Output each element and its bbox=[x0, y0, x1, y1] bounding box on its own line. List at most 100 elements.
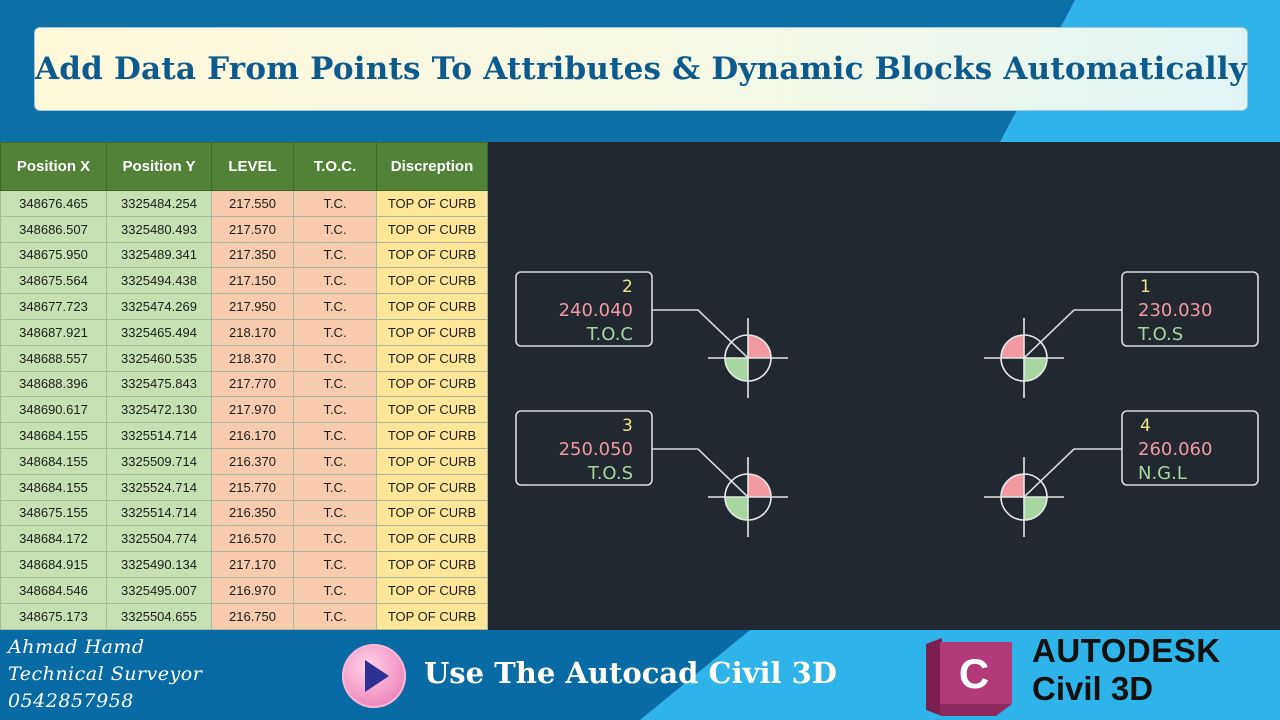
symbol-quadrant bbox=[725, 358, 748, 381]
cell-toc: T.C. bbox=[293, 499, 377, 527]
cell-position-x: 348688.396 bbox=[0, 370, 107, 398]
cell-toc: T.C. bbox=[293, 447, 377, 475]
cell-position-y: 3325509.714 bbox=[106, 447, 212, 475]
symbol-quadrant bbox=[725, 497, 748, 520]
cell-toc: T.C. bbox=[293, 396, 377, 424]
label-frame bbox=[515, 410, 653, 486]
author-info: Ahmad Hamd Technical Surveyor 0542857958 bbox=[8, 634, 202, 715]
author-phone: 0542857958 bbox=[8, 690, 134, 712]
cell-description: TOP OF CURB bbox=[376, 344, 488, 372]
cell-toc: T.C. bbox=[293, 422, 377, 449]
cell-position-y: 3325489.341 bbox=[106, 241, 212, 269]
brand-name: AUTODESK bbox=[1032, 632, 1221, 669]
column-header: Position Y bbox=[106, 142, 212, 191]
cell-toc: T.C. bbox=[293, 525, 377, 553]
cell-position-y: 3325480.493 bbox=[106, 215, 212, 243]
cell-description: TOP OF CURB bbox=[376, 473, 488, 501]
leader-line bbox=[1023, 448, 1122, 498]
cell-toc: T.C. bbox=[293, 215, 377, 243]
author-name: Ahmad Hamd bbox=[8, 636, 145, 658]
cell-position-x: 348688.557 bbox=[0, 344, 107, 372]
cell-toc: T.C. bbox=[293, 344, 377, 372]
cell-level: 218.170 bbox=[211, 318, 294, 346]
civil3d-logo-icon: C bbox=[926, 638, 1012, 716]
cell-description: TOP OF CURB bbox=[376, 576, 488, 604]
page-title: Add Data From Points To Attributes & Dyn… bbox=[34, 51, 1248, 87]
play-icon bbox=[365, 660, 389, 692]
author-role: Technical Surveyor bbox=[8, 663, 203, 685]
cell-description: TOP OF CURB bbox=[376, 267, 488, 295]
point-elevation: 240.040 bbox=[559, 300, 633, 321]
cell-level: 217.150 bbox=[211, 267, 294, 295]
leader-line bbox=[1023, 309, 1122, 359]
column-header: Discreption bbox=[376, 142, 488, 191]
cell-level: 215.770 bbox=[211, 473, 294, 501]
cell-position-y: 3325472.130 bbox=[106, 396, 212, 424]
cell-toc: T.C. bbox=[293, 318, 377, 346]
cell-toc: T.C. bbox=[293, 293, 377, 320]
cell-position-y: 3325490.134 bbox=[106, 551, 212, 578]
cell-position-x: 348677.723 bbox=[0, 293, 107, 320]
cell-description: TOP OF CURB bbox=[376, 551, 488, 578]
cell-position-x: 348684.155 bbox=[0, 473, 107, 501]
cell-level: 217.350 bbox=[211, 241, 294, 269]
cell-toc: T.C. bbox=[293, 473, 377, 501]
play-button[interactable] bbox=[342, 644, 406, 708]
cell-toc: T.C. bbox=[293, 267, 377, 295]
cell-position-y: 3325504.655 bbox=[106, 602, 212, 630]
point-elevation: 230.030 bbox=[1138, 300, 1212, 321]
cell-position-y: 3325474.269 bbox=[106, 293, 212, 320]
cell-position-x: 348684.155 bbox=[0, 447, 107, 475]
point-code: T.O.S bbox=[1137, 324, 1183, 345]
cell-position-y: 3325494.438 bbox=[106, 267, 212, 295]
leader-line bbox=[652, 309, 749, 359]
point-code: N.G.L bbox=[1138, 463, 1187, 484]
cell-level: 218.370 bbox=[211, 344, 294, 372]
cell-position-y: 3325524.714 bbox=[106, 473, 212, 501]
leader-line bbox=[652, 448, 749, 498]
cell-description: TOP OF CURB bbox=[376, 215, 488, 243]
cell-toc: T.C. bbox=[293, 576, 377, 604]
cell-description: TOP OF CURB bbox=[376, 396, 488, 424]
cell-level: 217.550 bbox=[211, 190, 294, 217]
cell-position-x: 348675.564 bbox=[0, 267, 107, 295]
cell-toc: T.C. bbox=[293, 602, 377, 630]
label-frame bbox=[1121, 410, 1259, 486]
cell-position-y: 3325514.714 bbox=[106, 422, 212, 449]
cell-position-x: 348690.617 bbox=[0, 396, 107, 424]
cell-level: 216.370 bbox=[211, 447, 294, 475]
cell-description: TOP OF CURB bbox=[376, 370, 488, 398]
cta-text: Use The Autocad Civil 3D bbox=[424, 656, 837, 690]
cell-position-x: 348684.546 bbox=[0, 576, 107, 604]
cell-toc: T.C. bbox=[293, 551, 377, 578]
cell-description: TOP OF CURB bbox=[376, 190, 488, 217]
cell-level: 216.750 bbox=[211, 602, 294, 630]
column-header: T.O.C. bbox=[293, 142, 377, 191]
cell-level: 216.170 bbox=[211, 422, 294, 449]
